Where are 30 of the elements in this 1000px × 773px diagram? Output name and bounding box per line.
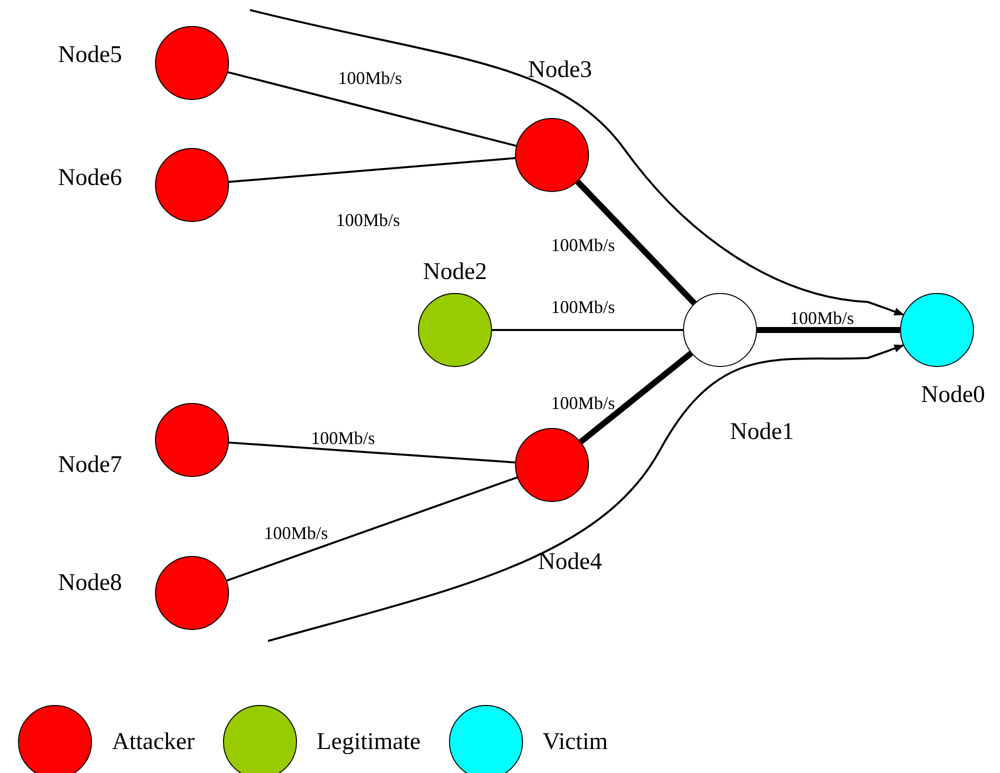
link-line xyxy=(757,327,900,333)
node-label: Node2 xyxy=(423,260,487,284)
link-line xyxy=(575,180,697,306)
edge-label: 100Mb/s xyxy=(551,298,615,316)
link-line xyxy=(226,476,518,582)
edge-label: 100Mb/s xyxy=(264,524,328,542)
flow-arrow xyxy=(250,9,904,316)
link-line xyxy=(492,329,683,331)
edge-label: 100Mb/s xyxy=(338,69,402,87)
node-label: Node3 xyxy=(528,58,592,82)
legend-label: Victim xyxy=(542,730,608,754)
edge-label: 100Mb/s xyxy=(790,309,854,327)
node-label: Node4 xyxy=(538,550,602,574)
edge-label: 100Mb/s xyxy=(551,394,615,412)
node-label: Node1 xyxy=(730,420,794,444)
edge-label: 100Mb/s xyxy=(311,429,375,447)
node-label: Node8 xyxy=(58,571,122,595)
link-line xyxy=(228,157,516,183)
node-label: Node6 xyxy=(58,166,122,190)
link-line xyxy=(228,442,516,464)
legend-label: Legitimate xyxy=(316,730,421,754)
node-label: Node0 xyxy=(921,383,985,407)
edge-label: 100Mb/s xyxy=(551,236,615,254)
flow-arrow xyxy=(268,344,904,642)
edge-label: 100Mb/s xyxy=(336,211,400,229)
node-label: Node5 xyxy=(58,43,122,67)
legend-label: Attacker xyxy=(112,730,195,754)
link-line xyxy=(578,350,694,444)
link-line xyxy=(228,71,516,147)
node-label: Node7 xyxy=(58,453,122,477)
